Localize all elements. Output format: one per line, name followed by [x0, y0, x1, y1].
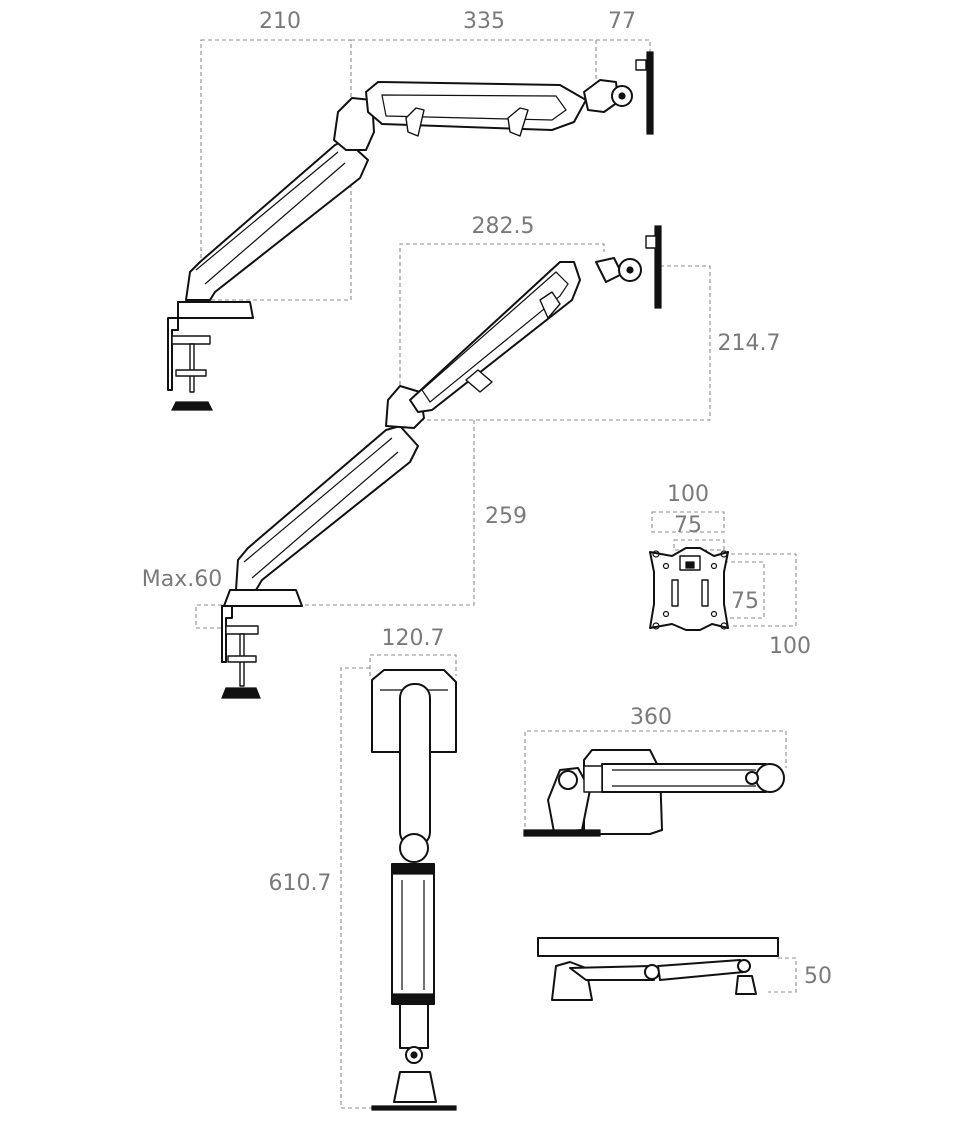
dim-clamp-max: Max.60	[142, 567, 222, 592]
raised-arm-view	[195, 225, 711, 699]
extended-arm-view	[167, 39, 654, 411]
dim-folded-height: 50	[804, 964, 832, 989]
dim-top-left: 210	[259, 9, 301, 34]
dim-folded-length: 360	[630, 705, 672, 730]
folded-side-view	[537, 937, 797, 1001]
dim-side-height-lower: 259	[485, 504, 527, 529]
dim-front-height: 610.7	[269, 871, 332, 896]
folded-view	[523, 730, 787, 837]
dim-vesa-outer-height: 100	[769, 634, 811, 659]
dim-side-height-upper: 214.7	[718, 331, 781, 356]
desk-clamp-2	[221, 589, 303, 699]
dim-front-width: 120.7	[382, 626, 445, 651]
dim-vesa-inner-height: 75	[731, 589, 759, 614]
vesa-plate-view	[649, 511, 797, 631]
dim-side-reach: 282.5	[472, 214, 535, 239]
dim-vesa-outer-width: 100	[667, 482, 709, 507]
dim-top-right: 77	[608, 9, 636, 34]
dim-top-mid: 335	[463, 9, 505, 34]
dim-vesa-inner-width: 75	[674, 513, 702, 538]
desk-clamp	[167, 301, 254, 411]
front-view	[340, 654, 457, 1111]
